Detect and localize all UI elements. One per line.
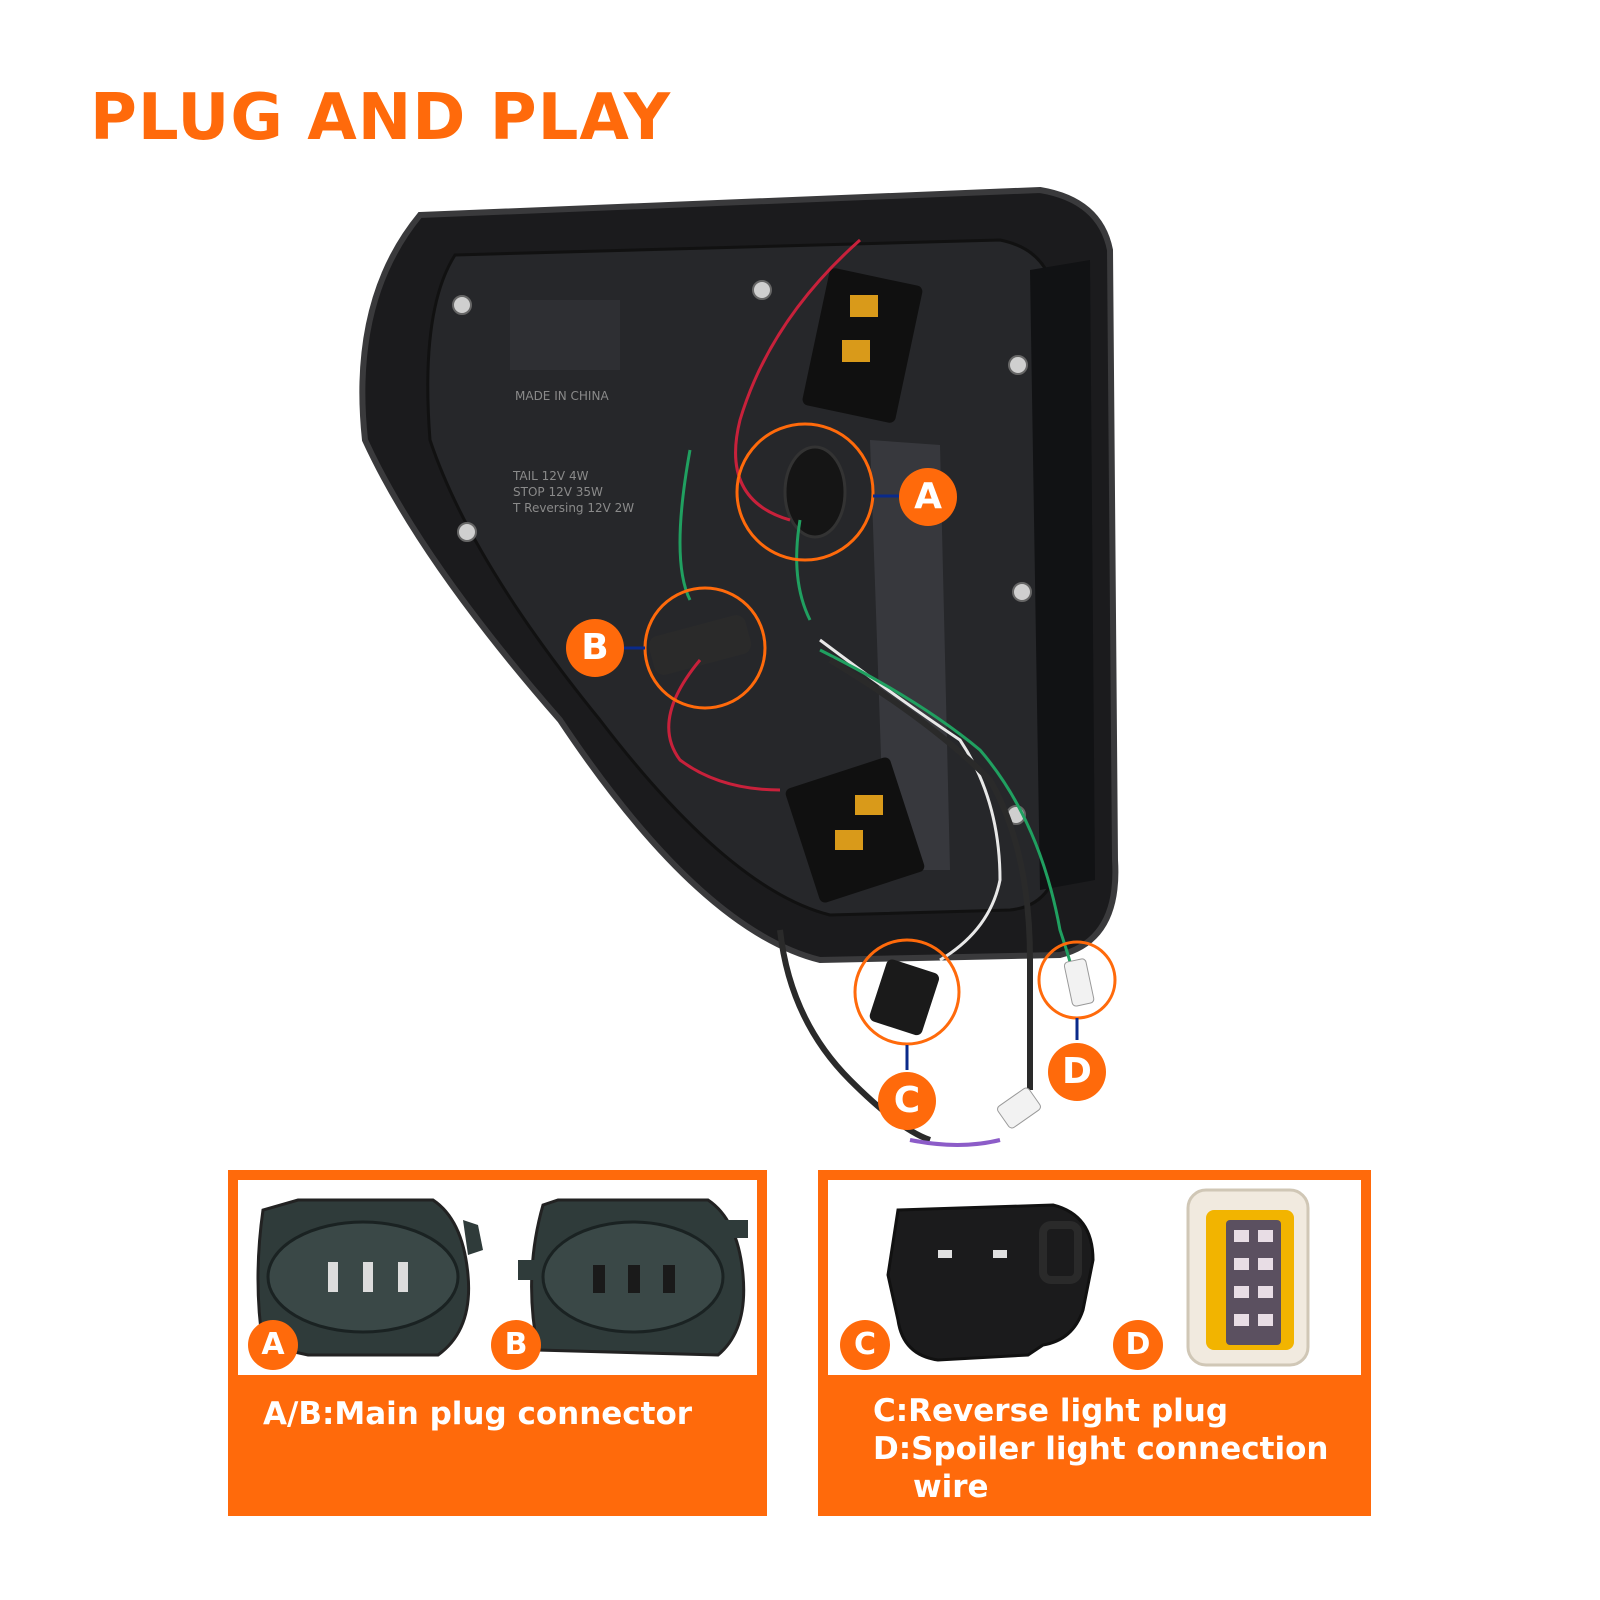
panel-right-line-1: C:Reverse light plug [873, 1393, 1229, 1429]
connector-c-photo [869, 959, 940, 1036]
connector-cd-closeup [886, 1188, 1310, 1367]
callout-circle-a [735, 422, 875, 562]
callout-a-label: A [899, 468, 957, 526]
panel-reverse-spoiler: C D C:Reverse light plug D:Spoiler light… [818, 1170, 1371, 1516]
connector-ab-closeup [256, 1198, 748, 1357]
connector-b-photo [648, 614, 752, 676]
rating-line-2: STOP 12V 35W [513, 485, 603, 499]
callout-circle-c [853, 938, 961, 1046]
panel-left-badge-b: B [491, 1320, 541, 1370]
rating-line-3: T Reversing 12V 2W [512, 501, 634, 515]
connector-d-photo [1063, 958, 1095, 1007]
panel-left-badge-a: A [248, 1320, 298, 1370]
connector-b-closeup [518, 1198, 748, 1357]
panel-right-badge-c: C [840, 1320, 890, 1370]
panel-right-line-2: D:Spoiler light connection [873, 1431, 1329, 1467]
page-title: PLUG AND PLAY [90, 81, 672, 155]
molded-text: MADE IN CHINA TAIL 12V 4W STOP 12V 35W T… [510, 300, 634, 515]
bulb-socket-bottom [785, 757, 925, 903]
connector-c-closeup [886, 1203, 1095, 1362]
connector-d-closeup [1186, 1188, 1310, 1367]
callout-d-label: D [1048, 1043, 1106, 1101]
panel-right-badge-d: D [1113, 1320, 1163, 1370]
callout-c-label: C [878, 1072, 936, 1130]
made-in-text: MADE IN CHINA [515, 389, 609, 403]
connector-a-closeup [256, 1198, 483, 1357]
panel-right-line-3: wire [913, 1469, 989, 1505]
panel-left-description: A/B:Main plug connector [263, 1396, 693, 1432]
panel-right-description: C:Reverse light plug D:Spoiler light con… [873, 1392, 1328, 1506]
panel-main-plug: A B A/B:Main plug connector [228, 1170, 767, 1516]
rating-line-1: TAIL 12V 4W [512, 469, 589, 483]
screws [452, 280, 1032, 825]
panel-reverse-spoiler-image [828, 1180, 1361, 1375]
connector-a-photo [783, 445, 847, 539]
callout-b-label: B [566, 619, 624, 677]
bulb-socket-top [802, 268, 923, 423]
tail-light-photo: MADE IN CHINA TAIL 12V 4W STOP 12V 35W T… [359, 186, 1119, 1147]
